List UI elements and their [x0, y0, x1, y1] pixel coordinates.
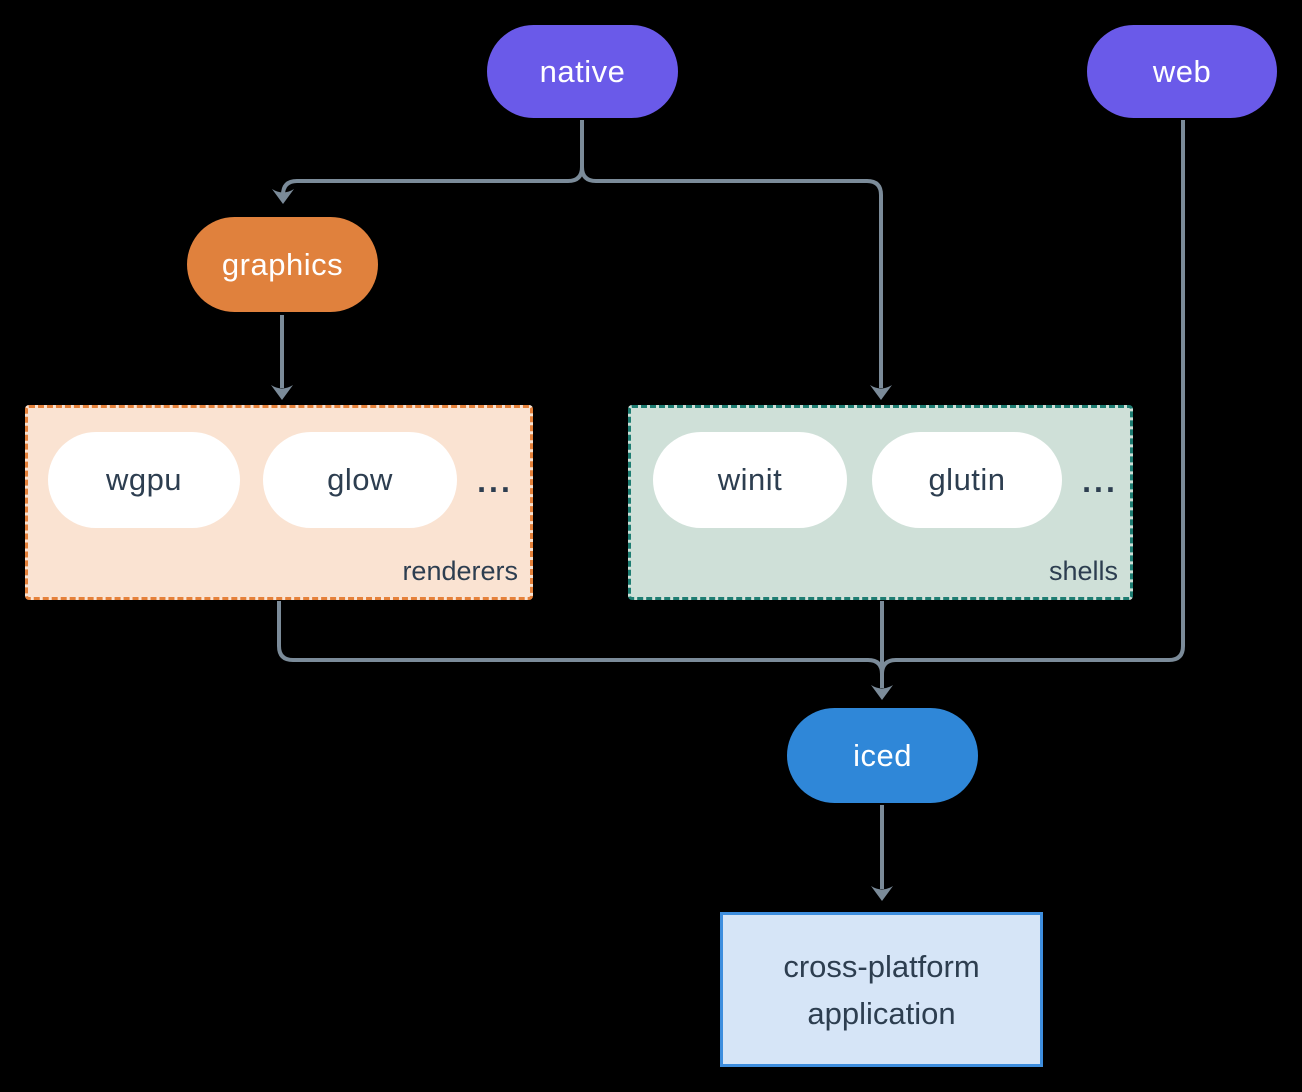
application-box: cross-platform application	[720, 912, 1043, 1067]
arrowhead-into-application	[871, 886, 893, 901]
connector-renderers-to-iced	[277, 601, 884, 675]
application-label-line2: application	[807, 995, 956, 1031]
renderers-group-label: renderers	[402, 556, 518, 586]
node-winit-label: winit	[717, 462, 783, 497]
node-native: native	[487, 25, 678, 118]
node-graphics-label: graphics	[221, 246, 344, 282]
renderers-ellipsis: ...	[477, 463, 513, 499]
connector-native-to-shells	[580, 120, 883, 388]
arrowhead-into-shells	[870, 385, 892, 400]
arrowhead-into-iced	[871, 685, 893, 700]
arrowhead-into-renderers	[271, 385, 293, 400]
node-glutin: glutin	[872, 432, 1062, 528]
node-winit: winit	[653, 432, 847, 528]
group-shells: winit glutin ... shells	[628, 405, 1133, 600]
node-native-label: native	[539, 53, 626, 89]
arrowhead-into-graphics	[272, 189, 294, 204]
shells-group-label: shells	[1048, 556, 1118, 586]
node-iced-label: iced	[853, 737, 912, 773]
node-graphics: graphics	[187, 217, 378, 312]
group-renderers: wgpu glow ... renderers	[25, 405, 533, 600]
connector-native-to-graphics	[281, 120, 584, 196]
node-web: web	[1087, 25, 1277, 118]
node-glutin-label: glutin	[928, 462, 1006, 497]
node-glow-label: glow	[327, 462, 393, 497]
application-label-line1: cross-platform	[783, 948, 980, 984]
node-iced: iced	[787, 708, 978, 803]
node-glow: glow	[263, 432, 457, 528]
node-wgpu: wgpu	[48, 432, 240, 528]
node-wgpu-label: wgpu	[105, 462, 183, 497]
node-web-label: web	[1152, 53, 1212, 89]
shells-ellipsis: ...	[1082, 463, 1118, 499]
